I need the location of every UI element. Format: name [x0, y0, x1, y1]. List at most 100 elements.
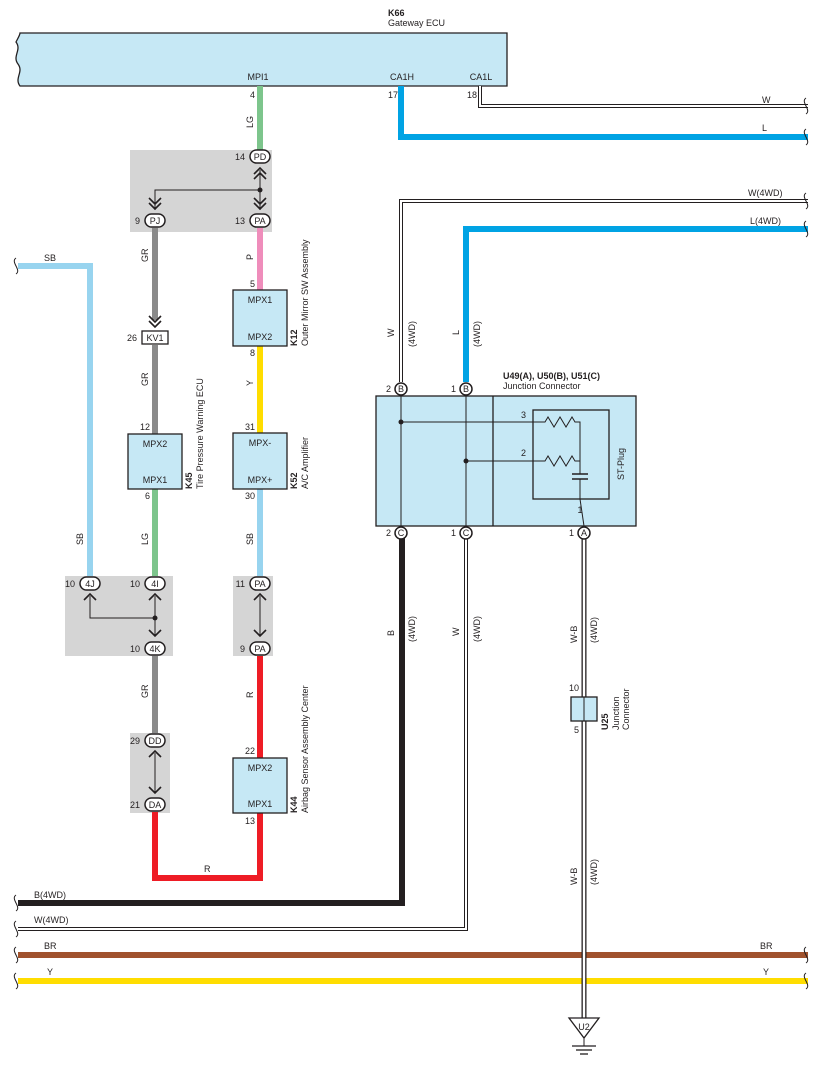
wire-break-y-left: [13, 972, 19, 990]
svg-text:C: C: [398, 528, 405, 538]
svg-text:2: 2: [386, 384, 391, 394]
svg-text:Outer Mirror SW Assembly: Outer Mirror SW Assembly: [300, 239, 310, 346]
svg-text:1: 1: [451, 528, 456, 538]
connector-kv1: KV1 26: [127, 330, 169, 345]
pin-number-mpi1: 4: [250, 90, 255, 100]
wire-break-y-right: [803, 972, 809, 990]
connector-da: DA 21: [130, 797, 166, 812]
wire-label-y-left: Y: [47, 967, 53, 977]
wire-w4wd-top: [400, 200, 808, 382]
svg-text:Tire Pressure Warning ECU: Tire Pressure Warning ECU: [195, 378, 205, 489]
connector-dd: DD 29: [130, 733, 166, 748]
airbag-sensor-assembly-center: MPX2 MPX1 22 13 K44 Airbag Sensor Assemb…: [232, 685, 310, 826]
svg-text:9: 9: [240, 644, 245, 654]
svg-text:5: 5: [574, 725, 579, 735]
connector-pa-top: PA 13: [235, 213, 271, 228]
svg-text:10: 10: [130, 579, 140, 589]
tire-pressure-warning-ecu: MPX2 MPX1 12 6 K45 Tire Pressure Warning…: [127, 378, 205, 501]
connector-pd: PD 14: [235, 149, 271, 164]
jc-pin-c-right: C 1: [451, 526, 473, 540]
svg-text:1: 1: [577, 505, 582, 515]
wire-label-w-jc-bottom: W: [451, 627, 461, 636]
svg-text:B: B: [463, 384, 469, 394]
svg-text:ST-Plug: ST-Plug: [616, 448, 626, 480]
svg-text:MPX+: MPX+: [248, 475, 273, 485]
gateway-ecu-box: [15, 32, 508, 87]
splice-dot-top: [257, 187, 263, 193]
svg-text:Junction Connector: Junction Connector: [503, 381, 581, 391]
wire-label-r: R: [245, 691, 255, 698]
wire-w-can-low-outline: [478, 86, 808, 108]
svg-text:PA: PA: [254, 579, 265, 589]
wire-label-l-right: L: [762, 123, 767, 133]
wire-label-4wd-wb-upper: (4WD): [589, 617, 599, 643]
wire-label-sb-left-vertical: SB: [75, 533, 85, 545]
svg-text:26: 26: [127, 333, 137, 343]
svg-text:14: 14: [235, 152, 245, 162]
connector-pa-mid-top: PA 11: [236, 576, 271, 591]
svg-text:22: 22: [245, 746, 255, 756]
wire-label-sb-mid: SB: [245, 533, 255, 545]
pin-label-ca1h: CA1H: [390, 72, 414, 82]
svg-text:MPX2: MPX2: [248, 332, 273, 342]
wire-label-br-left: BR: [44, 941, 57, 951]
splice-dot-4i: [152, 615, 158, 621]
svg-text:K45: K45: [184, 472, 194, 489]
svg-text:PA: PA: [254, 644, 265, 654]
wire-label-b4wd: B(4WD): [34, 890, 66, 900]
svg-text:PJ: PJ: [150, 216, 161, 226]
svg-text:DD: DD: [149, 736, 162, 746]
wire-label-wb-lower: W-B: [569, 868, 579, 885]
wire-label-gr-3: GR: [140, 684, 150, 698]
svg-text:3: 3: [521, 410, 526, 420]
svg-text:10: 10: [130, 644, 140, 654]
wire-l4wd-top: [463, 226, 808, 382]
wire-label-y-right: Y: [763, 967, 769, 977]
svg-text:K52: K52: [289, 472, 299, 489]
gateway-ecu-code: K66: [388, 8, 405, 18]
svg-text:PA: PA: [254, 216, 265, 226]
svg-text:DA: DA: [149, 800, 162, 810]
junction-connector-u25: 10 5 U25 Junction Connector: [569, 683, 631, 735]
wire-label-gr-2: GR: [140, 372, 150, 386]
connector-pa-mid-bottom: PA 9: [240, 641, 271, 656]
svg-text:9: 9: [135, 216, 140, 226]
wire-break-w4wd-left: [13, 920, 19, 938]
svg-text:4I: 4I: [151, 579, 159, 589]
svg-text:B: B: [398, 384, 404, 394]
wire-break-b4wd: [13, 894, 19, 912]
svg-text:MPX1: MPX1: [248, 295, 273, 305]
svg-text:A: A: [581, 528, 587, 538]
svg-text:Connector: Connector: [621, 688, 631, 730]
wire-label-l-jc: L: [451, 330, 461, 335]
wire-label-4wd-l-jc: (4WD): [472, 321, 482, 347]
wire-b4wd: [18, 537, 405, 906]
wire-break-l4wd-right: [803, 220, 809, 238]
chevron-arrows: [83, 166, 267, 795]
wire-label-y: Y: [245, 380, 255, 386]
wire-break-w-right: [803, 97, 809, 115]
connector-4i: 4I 10: [130, 576, 166, 591]
jc-pin-a: A 1: [569, 526, 591, 540]
wire-label-w4wd-left: W(4WD): [34, 915, 69, 925]
svg-text:6: 6: [145, 491, 150, 501]
svg-text:29: 29: [130, 736, 140, 746]
svg-text:MPX1: MPX1: [248, 799, 273, 809]
svg-text:31: 31: [245, 422, 255, 432]
connector-4k: 4K 10: [130, 641, 166, 656]
svg-text:MPX2: MPX2: [248, 763, 273, 773]
wire-sb-left: [18, 263, 93, 576]
pin-number-ca1l: 18: [467, 90, 477, 100]
wire-label-4wd-b-jc: (4WD): [407, 616, 417, 642]
connector-pj: PJ 9: [135, 213, 166, 228]
svg-text:A/C Amplifier: A/C Amplifier: [300, 437, 310, 489]
outer-mirror-sw-assembly: MPX1 MPX2 5 8 K12 Outer Mirror SW Assemb…: [232, 239, 310, 358]
svg-text:MPX1: MPX1: [143, 475, 168, 485]
svg-text:10: 10: [65, 579, 75, 589]
ac-amplifier: MPX- MPX+ 31 30 K52 A/C Amplifier: [232, 422, 310, 501]
wire-label-r-bottom: R: [204, 864, 211, 874]
svg-text:13: 13: [235, 216, 245, 226]
jc-pin-c-left: C 2: [386, 526, 408, 540]
wire-label-p: P: [245, 254, 255, 260]
